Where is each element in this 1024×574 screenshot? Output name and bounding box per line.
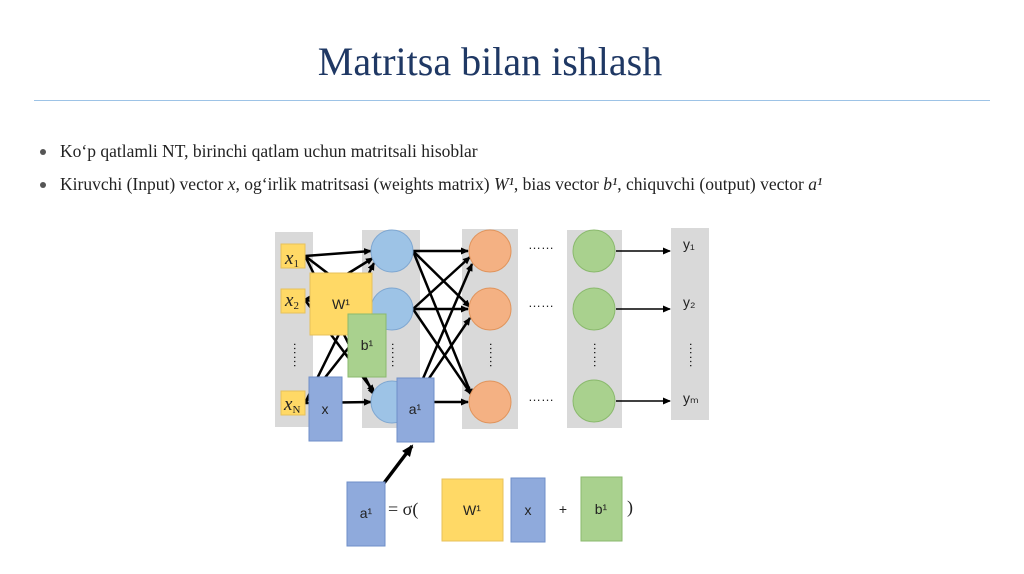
formula-weights-label: W¹ [463, 502, 481, 518]
hidden-node-1 [370, 229, 414, 273]
output-vector-box [396, 377, 435, 443]
input-label-x1: x1 [284, 248, 299, 270]
bullet-list: Ko‘p qatlamli NT, birinchi qatlam uchun … [38, 138, 822, 204]
input-node-xn: xN [280, 390, 306, 416]
output-label-y2: y₂ [683, 294, 695, 310]
gap-dots-2: …… [528, 295, 554, 310]
formula-a1-box [346, 481, 386, 547]
input-vector-box [308, 376, 343, 442]
bullet-text: , chiquvchi (output) vector [617, 174, 809, 194]
input-label-x2: x2 [284, 290, 299, 312]
formula-x-box [510, 477, 546, 543]
bullet-item: Kiruvchi (Input) vector x, og‘irlik matr… [38, 171, 822, 204]
bullet-var-b: b¹ [603, 174, 618, 194]
bullet-text: Kiruvchi (Input) vector [60, 174, 228, 194]
layer2-node-1 [468, 229, 512, 273]
formula-plus: + [559, 501, 567, 517]
layer2-ellipsis: …… [487, 342, 502, 368]
layer3-node-3 [572, 379, 616, 423]
formula-a1-label: a¹ [360, 505, 373, 521]
formula-close-paren: ) [627, 497, 633, 518]
gap-dots-1: …… [528, 237, 554, 252]
layer3-node-1 [572, 229, 616, 273]
output-layer-band [671, 228, 709, 420]
input-ellipsis: …… [291, 342, 306, 368]
input-node-x2: x2 [280, 288, 306, 314]
input-label-xn: xN [283, 394, 300, 416]
bullet-text: , bias vector [513, 174, 604, 194]
output-connections [616, 247, 671, 405]
bullet-var-x: x [227, 174, 236, 194]
slide-title: Matritsa bilan ishlash [317, 39, 663, 84]
gap-dots-3: …… [528, 389, 554, 404]
layer3-node-2 [572, 287, 616, 331]
title-divider [34, 100, 990, 101]
layer2-node-3 [468, 380, 512, 424]
bias-label: b¹ [361, 337, 374, 353]
formula-bias-label: b¹ [595, 501, 608, 517]
output-label-ym: yₘ [683, 390, 699, 406]
output-ellipsis: …… [687, 342, 702, 368]
formula-bias-box [580, 476, 623, 542]
formula-weights-box [441, 478, 504, 542]
input-vector-label: x [322, 401, 329, 417]
output-vector-label: a¹ [409, 401, 422, 417]
output-label-y1: y₁ [683, 236, 695, 252]
formula-equals-sigma: = σ( [388, 499, 418, 520]
bullet-var-w: W¹ [494, 174, 514, 194]
input-node-x1: x1 [280, 243, 306, 270]
bullet-item: Ko‘p qatlamli NT, birinchi qatlam uchun … [38, 138, 822, 171]
bullet-var-a: a¹ [808, 174, 823, 194]
formula-x-label: x [525, 502, 532, 518]
hidden-ellipsis: …… [389, 342, 404, 368]
layer3-ellipsis: …… [591, 342, 606, 368]
layer2-node-2 [468, 287, 512, 331]
bullet-text: Ko‘p qatlamli NT, birinchi qatlam uchun … [60, 141, 478, 161]
bullet-text: , og‘irlik matritsasi (weights matrix) [235, 174, 494, 194]
bias-box [347, 313, 387, 378]
weights-label: W¹ [332, 296, 350, 312]
formula-pointer-arrow [382, 444, 414, 485]
